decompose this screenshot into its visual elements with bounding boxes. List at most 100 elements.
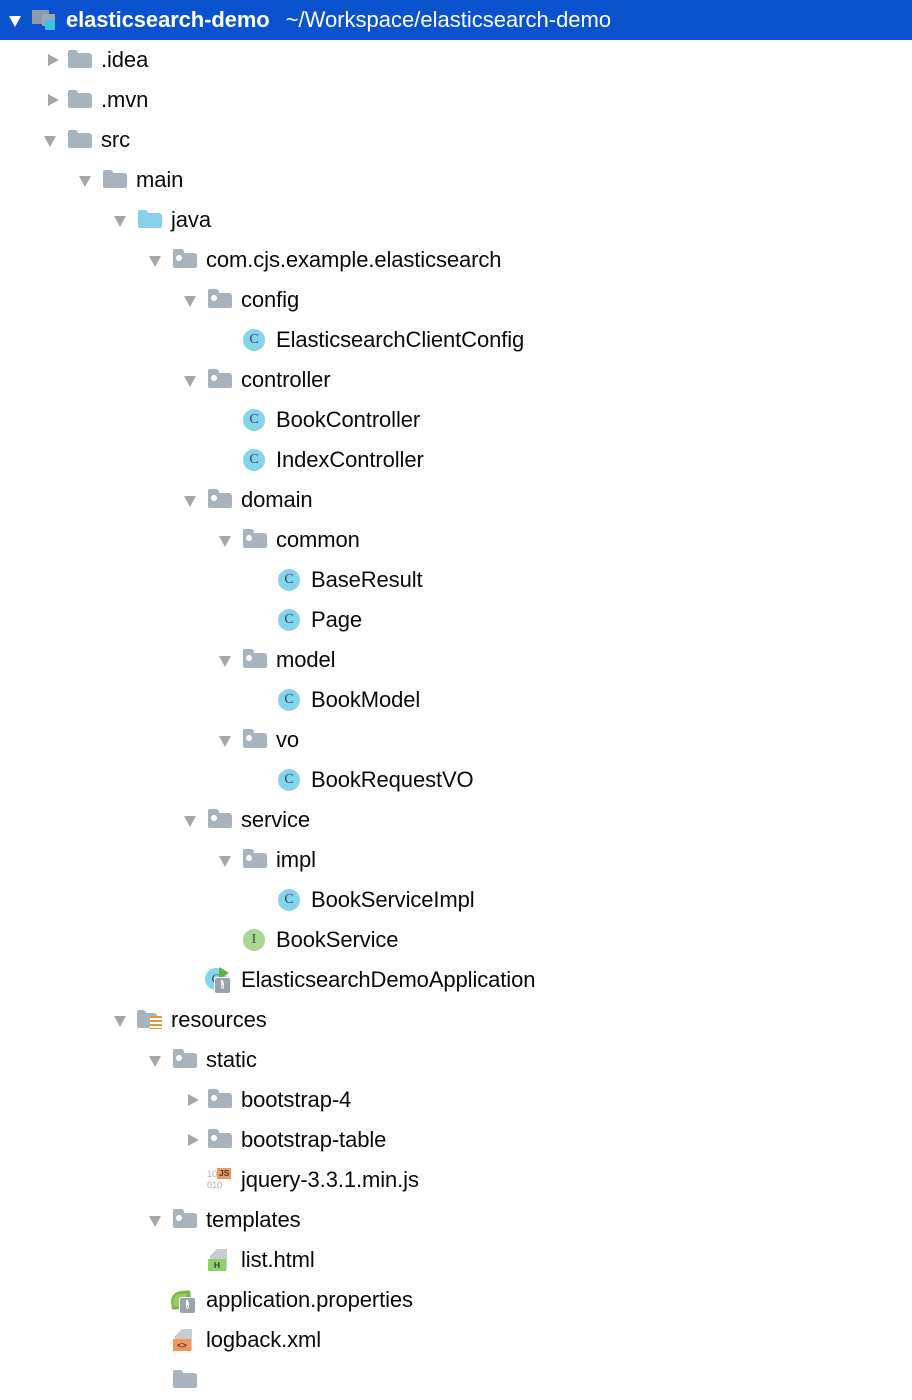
tree-row[interactable]: <>logback.xml: [0, 1320, 912, 1360]
file-corner-fold: [175, 1329, 182, 1336]
tree-row[interactable]: controller: [0, 360, 912, 400]
tree-indent: [0, 1380, 148, 1381]
folder-icon: [65, 125, 95, 155]
package-dot: [176, 1055, 182, 1061]
chevron-right-icon[interactable]: [183, 1120, 205, 1160]
tree-node-label: bootstrap-4: [241, 1087, 352, 1112]
tree-row[interactable]: java: [0, 200, 912, 240]
chevron-down-icon[interactable]: [183, 800, 205, 840]
tree-row[interactable]: bootstrap-table: [0, 1120, 912, 1160]
tree-indent: [0, 660, 218, 661]
chevron-down-icon[interactable]: [183, 360, 205, 400]
tree-row[interactable]: config: [0, 280, 912, 320]
chevron-down-icon[interactable]: [218, 640, 240, 680]
tree-node-label: .mvn: [101, 87, 149, 112]
tree-row[interactable]: model: [0, 640, 912, 680]
chevron-down-icon[interactable]: [113, 200, 135, 240]
tree-row[interactable]: com.cjs.example.elasticsearch: [0, 240, 912, 280]
class-glyph: C: [243, 329, 265, 351]
class-icon: C: [275, 685, 305, 715]
tree-node-label: java: [171, 207, 211, 232]
tree-indent-spacer: [218, 440, 240, 480]
run-triangle-icon: [219, 967, 229, 979]
package-icon: [170, 1045, 200, 1075]
package-dot: [176, 255, 182, 261]
tree-row[interactable]: common: [0, 520, 912, 560]
tree-node-label: .idea: [101, 47, 149, 72]
package-dot: [211, 1095, 217, 1101]
tree-node-label: vo: [276, 727, 300, 752]
chevron-down-icon[interactable]: [148, 240, 170, 280]
chevron-right-icon[interactable]: [43, 40, 65, 80]
package-icon: [205, 1125, 235, 1155]
tree-indent: [0, 60, 43, 61]
tree-row[interactable]: [0, 1360, 912, 1400]
tree-row[interactable]: bootstrap-4: [0, 1080, 912, 1120]
tree-row[interactable]: resources: [0, 1000, 912, 1040]
class-icon: C: [275, 565, 305, 595]
chevron-down-icon[interactable]: [148, 1200, 170, 1240]
chevron-down-icon[interactable]: [148, 1040, 170, 1080]
tree-row[interactable]: .mvn: [0, 80, 912, 120]
tree-row[interactable]: templates: [0, 1200, 912, 1240]
chevron-down-icon[interactable]: [183, 480, 205, 520]
tree-node-label: main: [136, 167, 184, 192]
tree-row-root[interactable]: elasticsearch-demo~/Workspace/elasticsea…: [0, 0, 912, 40]
tree-row[interactable]: application.properties: [0, 1280, 912, 1320]
package-dot: [246, 735, 252, 741]
source-folder-icon: [135, 205, 165, 235]
tree-node-label: ElasticsearchClientConfig: [276, 327, 525, 352]
tree-indent: [0, 340, 218, 341]
tree-indent: [0, 740, 218, 741]
tree-row[interactable]: domain: [0, 480, 912, 520]
tree-row[interactable]: vo: [0, 720, 912, 760]
tree-row[interactable]: impl: [0, 840, 912, 880]
chevron-down-icon[interactable]: [218, 720, 240, 760]
tree-row[interactable]: src: [0, 120, 912, 160]
spring-boot-badge-icon: [179, 1297, 196, 1314]
chevron-right-icon[interactable]: [43, 80, 65, 120]
tree-row[interactable]: static: [0, 1040, 912, 1080]
class-icon: C: [275, 885, 305, 915]
tree-row[interactable]: CElasticsearchDemoApplication: [0, 960, 912, 1000]
package-icon: [170, 245, 200, 275]
tree-node-label: BookRequestVO: [311, 767, 474, 792]
chevron-down-icon[interactable]: [183, 280, 205, 320]
tree-indent: [0, 460, 218, 461]
package-icon: [205, 285, 235, 315]
chevron-down-icon[interactable]: [78, 160, 100, 200]
tree-row[interactable]: main: [0, 160, 912, 200]
class-glyph: C: [243, 409, 265, 431]
tree-row[interactable]: .idea: [0, 40, 912, 80]
file-type-badge: <>: [173, 1339, 191, 1351]
tree-node-label: domain: [241, 487, 313, 512]
package-icon: [205, 365, 235, 395]
tree-indent: [0, 580, 253, 581]
package-dot: [211, 375, 217, 381]
tree-node-label: BaseResult: [311, 567, 423, 592]
chevron-down-icon[interactable]: [218, 520, 240, 560]
tree-node-label: resources: [171, 1007, 267, 1032]
package-dot: [246, 655, 252, 661]
tree-row[interactable]: C ElasticsearchClientConfig: [0, 320, 912, 360]
tree-row[interactable]: service: [0, 800, 912, 840]
spring-class-icon: C: [205, 965, 235, 995]
tree-indent: [0, 620, 253, 621]
chevron-down-icon[interactable]: [218, 840, 240, 880]
class-glyph: C: [243, 449, 265, 471]
chevron-down-icon[interactable]: [113, 1000, 135, 1040]
chevron-down-icon[interactable]: [8, 0, 30, 40]
chevron-right-icon[interactable]: [183, 1080, 205, 1120]
chevron-down-icon[interactable]: [43, 120, 65, 160]
